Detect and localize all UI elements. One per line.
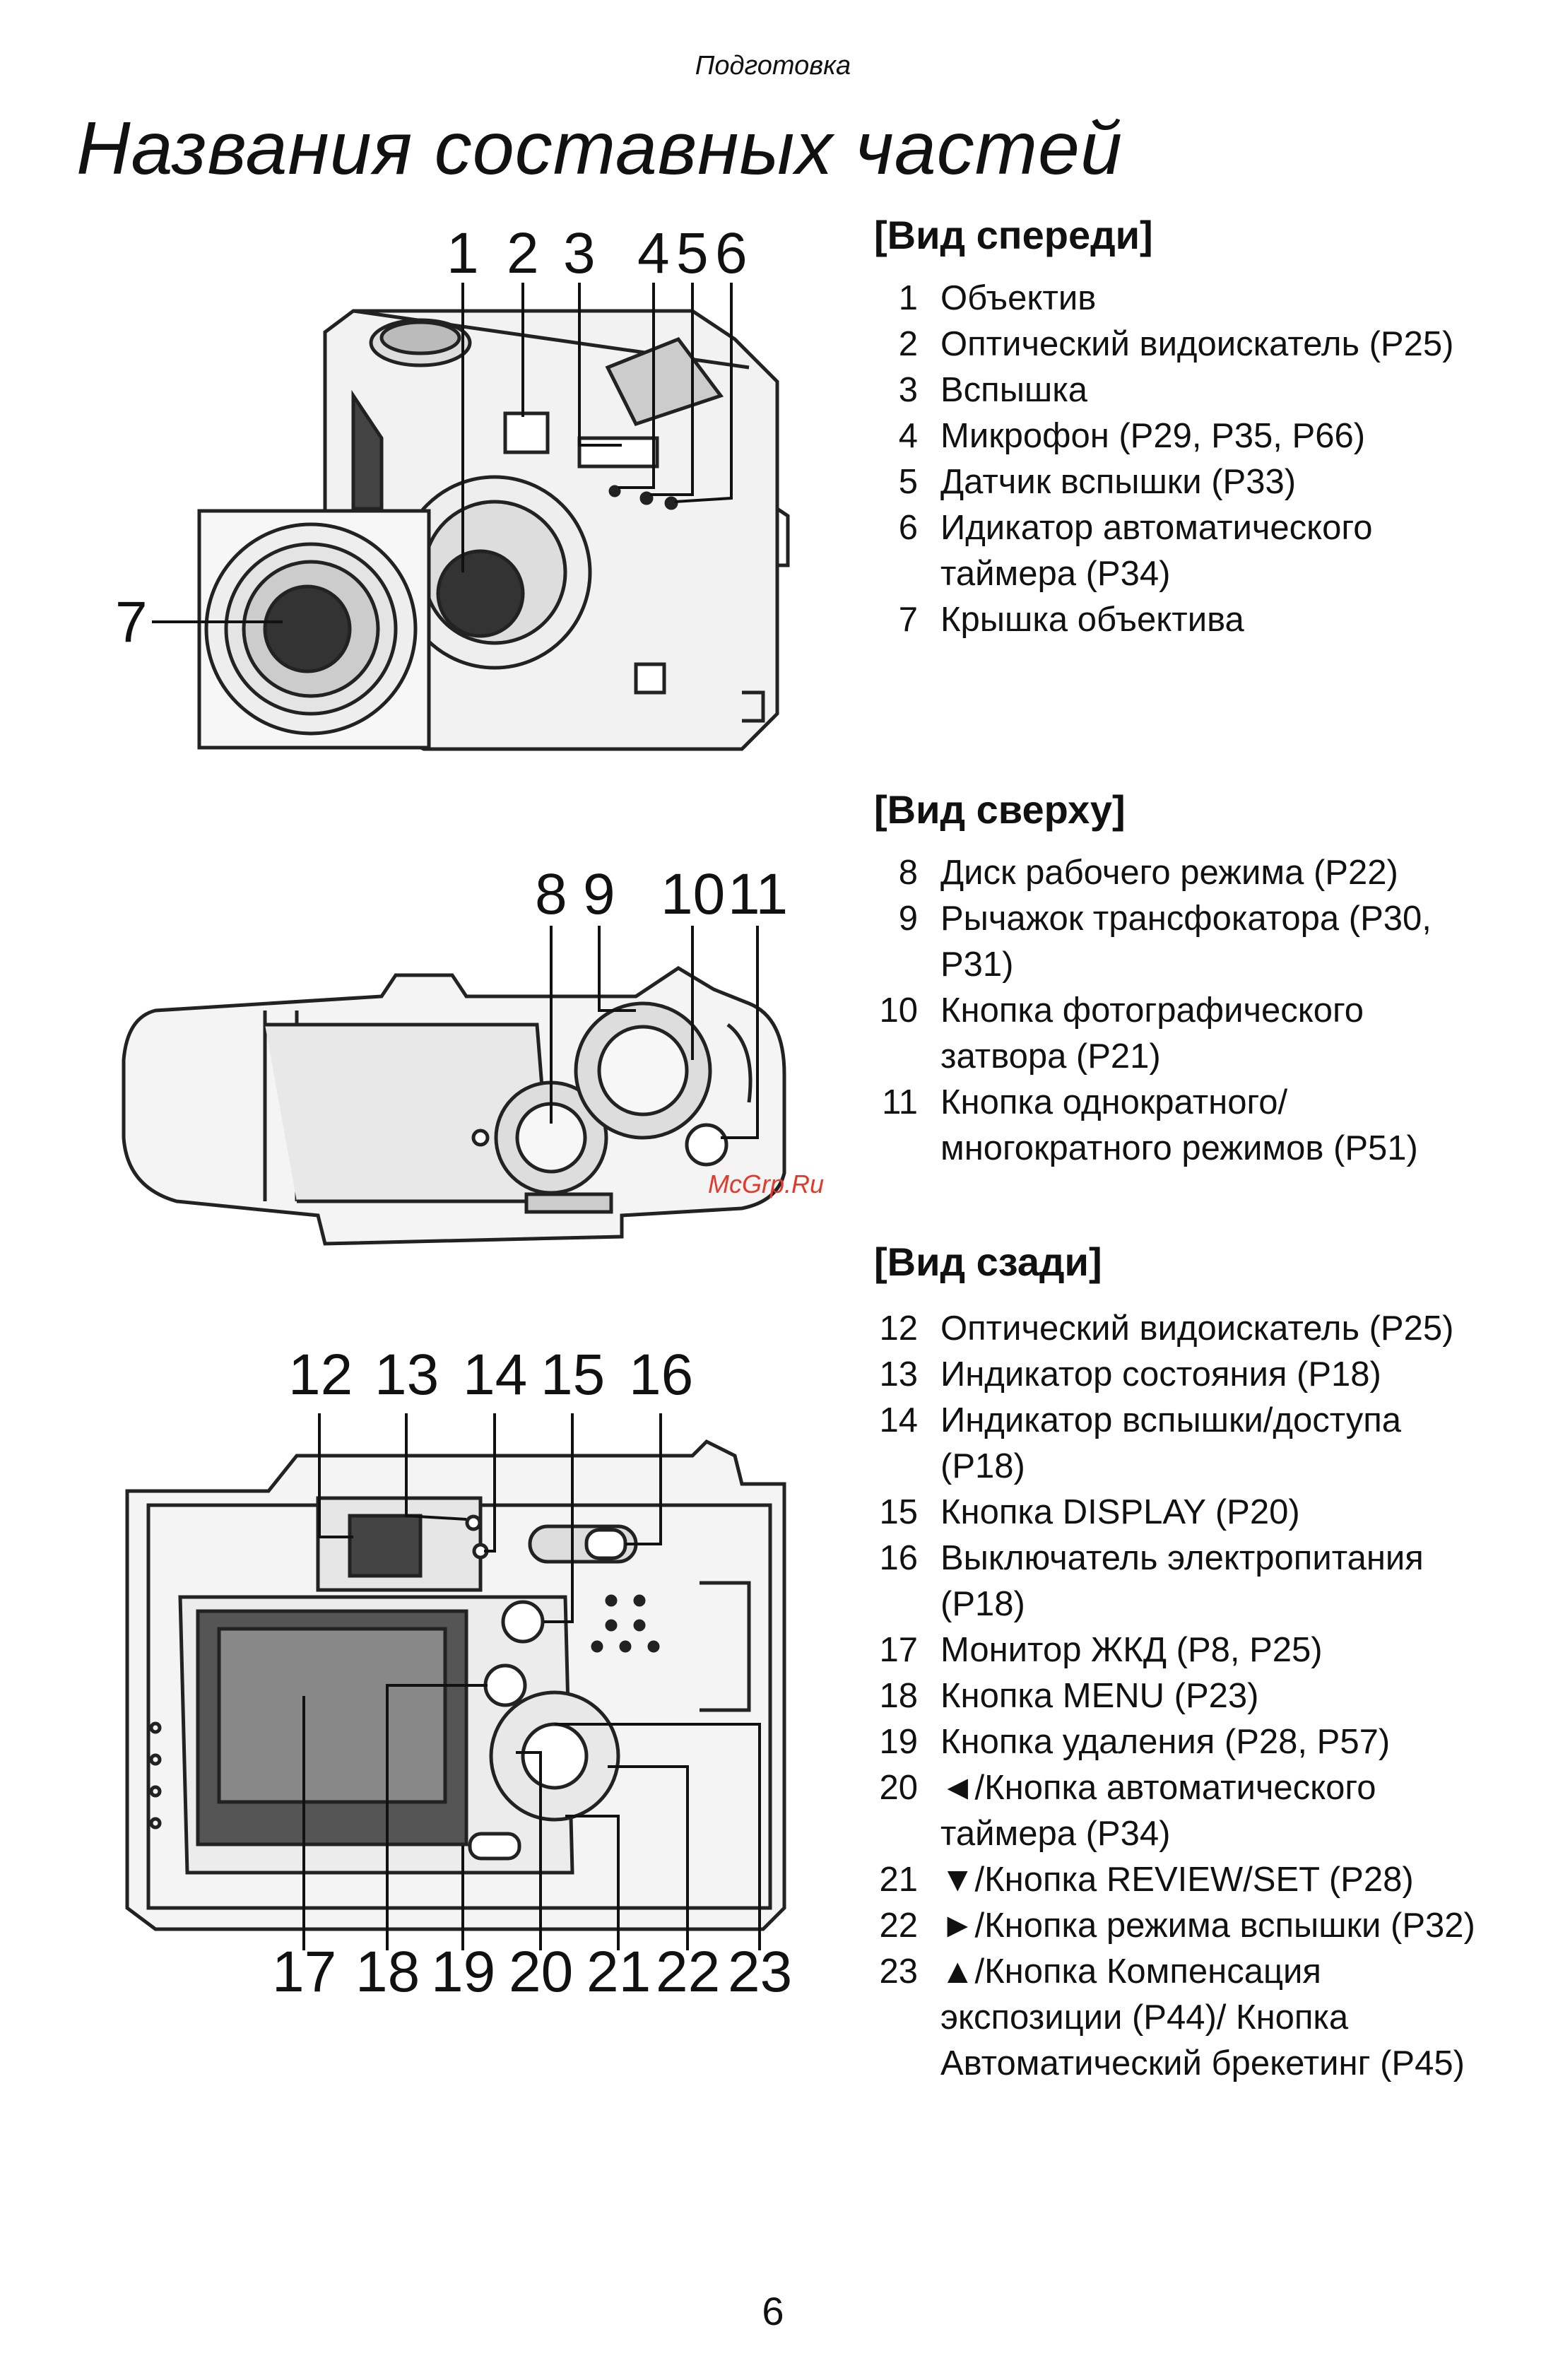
callout-number: 18	[355, 1940, 420, 2004]
callout-number: 10	[661, 862, 726, 926]
page-title: Названия составных частей	[76, 107, 1123, 190]
list-item: 20◄/Кнопка автоматического таймера (P34)	[879, 1769, 1376, 1853]
section-title-top: [Вид сверху]	[874, 787, 1126, 832]
callout-number: 22	[656, 1940, 721, 2004]
callout-number: 12	[288, 1343, 353, 1407]
callout-number: 13	[374, 1343, 439, 1407]
callout-number: 20	[509, 1940, 574, 2004]
callout-number: 17	[272, 1940, 337, 2004]
callout-number: 15	[541, 1343, 606, 1407]
callout-number: 16	[629, 1343, 694, 1407]
list-item: 21▼/Кнопка REVIEW/SET (P28)	[879, 1861, 1414, 1899]
callout-number: 1	[447, 221, 479, 285]
callout-number: 3	[563, 221, 596, 285]
list-item: 22►/Кнопка режима вспышки (P32)	[879, 1907, 1475, 1945]
front-view-illustration	[197, 309, 790, 751]
callout-number: 5	[676, 221, 709, 285]
section-title-rear: [Вид сзади]	[874, 1239, 1102, 1284]
callout-number: 23	[728, 1940, 793, 2004]
callout-number: 2	[507, 221, 539, 285]
callout-number: 7	[115, 590, 148, 654]
page-number: 6	[762, 2289, 784, 2333]
watermark: McGrp.Ru	[708, 1170, 825, 1198]
callout-number: 21	[586, 1940, 651, 2004]
callout-number: 19	[431, 1940, 496, 2004]
callout-number: 11	[728, 862, 789, 926]
callout-number: 8	[535, 862, 567, 926]
callout-number: 14	[463, 1343, 528, 1407]
top-view-illustration	[122, 966, 786, 1246]
list-item: 23▲/Кнопка Компенсация экспозиции (P44)/…	[879, 1952, 1465, 2082]
callout-number: 9	[583, 862, 615, 926]
section-title-front: [Вид спереди]	[874, 213, 1153, 257]
callout-number: 6	[715, 221, 748, 285]
callout-number: 4	[637, 221, 670, 285]
running-header: Подготовка	[695, 51, 851, 81]
